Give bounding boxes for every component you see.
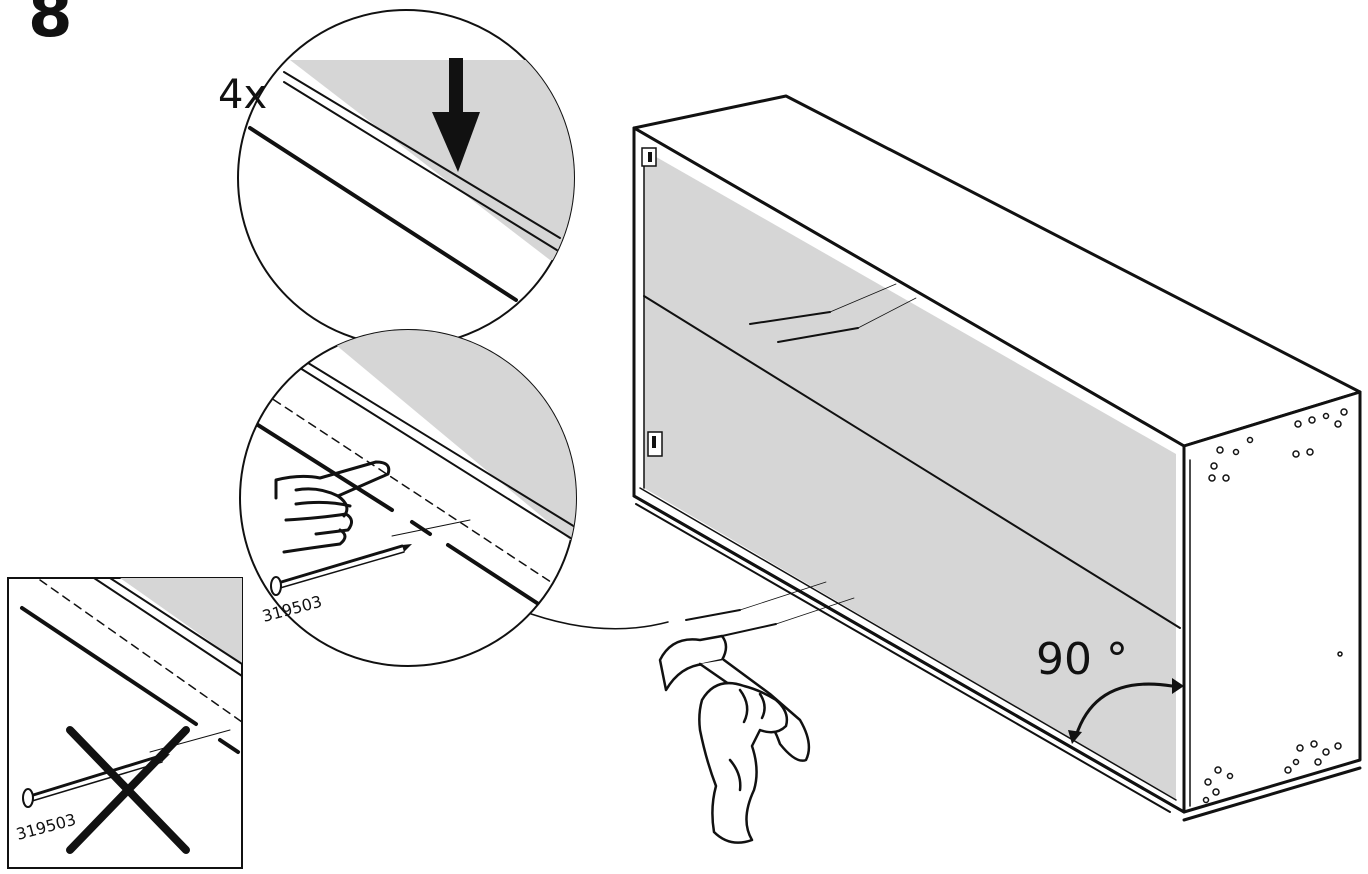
cabinet xyxy=(632,94,1362,822)
callout-middle: 319503 xyxy=(239,329,669,667)
cross-icon xyxy=(66,726,190,854)
arrow-down-icon xyxy=(432,58,480,172)
callout-top xyxy=(237,9,575,347)
nail-icon xyxy=(22,754,170,808)
nail-icon xyxy=(270,544,412,596)
angle-label: 90 ° xyxy=(1036,634,1128,685)
quantity-label: 4x xyxy=(218,72,267,118)
hammer-hand-icon xyxy=(658,634,811,844)
callout-wrong-box: 319503 xyxy=(7,577,243,869)
angle-arc xyxy=(1068,678,1184,744)
step-number: 8 xyxy=(28,0,73,52)
pointing-hand-icon xyxy=(274,460,391,554)
